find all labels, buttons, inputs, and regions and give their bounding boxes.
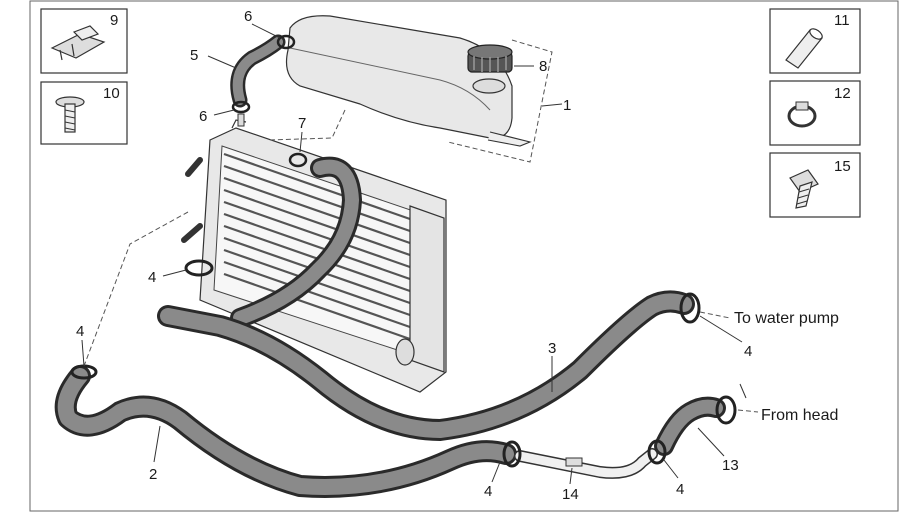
reservoir-tank — [285, 15, 532, 147]
inset-box-12: 12 — [769, 80, 861, 146]
callout-6-top: 6 — [244, 8, 252, 25]
callout-2: 2 — [149, 466, 157, 483]
callout-5: 5 — [190, 47, 198, 64]
callout-1: 1 — [563, 97, 571, 114]
callout-4-pump: 4 — [744, 343, 752, 360]
leader-6-mid — [213, 109, 235, 116]
callout-14: 14 — [562, 486, 579, 503]
inset-box-10: 10 — [40, 81, 128, 145]
note-to-water-pump: To water pump — [734, 310, 839, 327]
leader-6-top — [251, 23, 281, 39]
callout-13: 13 — [722, 457, 739, 474]
leader-4-radiator — [162, 269, 187, 277]
clamp-hose-clip-top — [276, 34, 296, 50]
clamp-radiator-left — [184, 259, 214, 277]
callout-4-left: 4 — [76, 323, 84, 340]
hose-clamp-icon — [787, 101, 817, 128]
leader-1 — [541, 103, 563, 107]
sleeve-icon — [785, 28, 823, 69]
main-hose — [157, 290, 695, 441]
leader-7 — [299, 131, 303, 153]
leader-4-pipe-left — [491, 461, 501, 483]
lower-hose — [54, 365, 517, 498]
callout-7: 7 — [298, 115, 306, 132]
callout-4-radiator: 4 — [148, 269, 156, 286]
leader-5 — [207, 55, 237, 69]
box-label-10: 10 — [103, 85, 120, 102]
callout-4-pipe-right: 4 — [676, 481, 684, 498]
leader-14 — [569, 467, 573, 485]
box-label-12: 12 — [834, 85, 851, 102]
callout-6-mid: 6 — [199, 108, 207, 125]
box-label-9: 9 — [110, 12, 118, 29]
head-hose — [654, 396, 726, 456]
radiator-upper-hose — [230, 156, 362, 328]
clamp-clip-7 — [288, 152, 308, 168]
inset-box-11: 11 — [769, 8, 861, 74]
dashed-reservoir-bracket — [447, 39, 553, 163]
dashed-lower-link — [83, 211, 189, 367]
diagram-border — [29, 0, 899, 512]
metal-pipe — [514, 448, 658, 479]
box-label-11: 11 — [834, 12, 850, 29]
dashed-pump-link — [699, 311, 731, 319]
callout-4-pipe-left: 4 — [484, 483, 492, 500]
clamp-hose-clip-mid — [231, 100, 251, 127]
leader-4-head — [739, 383, 747, 399]
leader-4-left — [81, 339, 85, 367]
callout-3: 3 — [548, 340, 556, 357]
leader-4-pipe-right — [663, 459, 679, 479]
dashed-head-link — [737, 409, 759, 413]
clamp-to-pump — [679, 292, 701, 324]
leader-13 — [697, 427, 725, 457]
clamp-pipe-left — [502, 440, 522, 468]
reservoir-hose — [230, 34, 286, 108]
note-from-head: From head — [761, 407, 838, 424]
radiator-core — [223, 152, 431, 348]
screw-icon — [55, 96, 85, 133]
dashed-reservoir-link — [267, 109, 346, 141]
speed-nut-icon — [50, 25, 106, 61]
reservoir-cap — [467, 44, 513, 73]
callout-8: 8 — [539, 58, 547, 75]
leader-4-pump — [699, 315, 743, 343]
leader-2 — [153, 425, 161, 463]
flange-screw-icon — [789, 169, 819, 209]
inset-box-9: 9 — [40, 8, 128, 74]
box-label-15: 15 — [834, 158, 851, 175]
clamp-pipe-right — [647, 439, 667, 465]
inset-box-15: 15 — [769, 152, 861, 218]
clamp-from-head — [715, 395, 737, 425]
